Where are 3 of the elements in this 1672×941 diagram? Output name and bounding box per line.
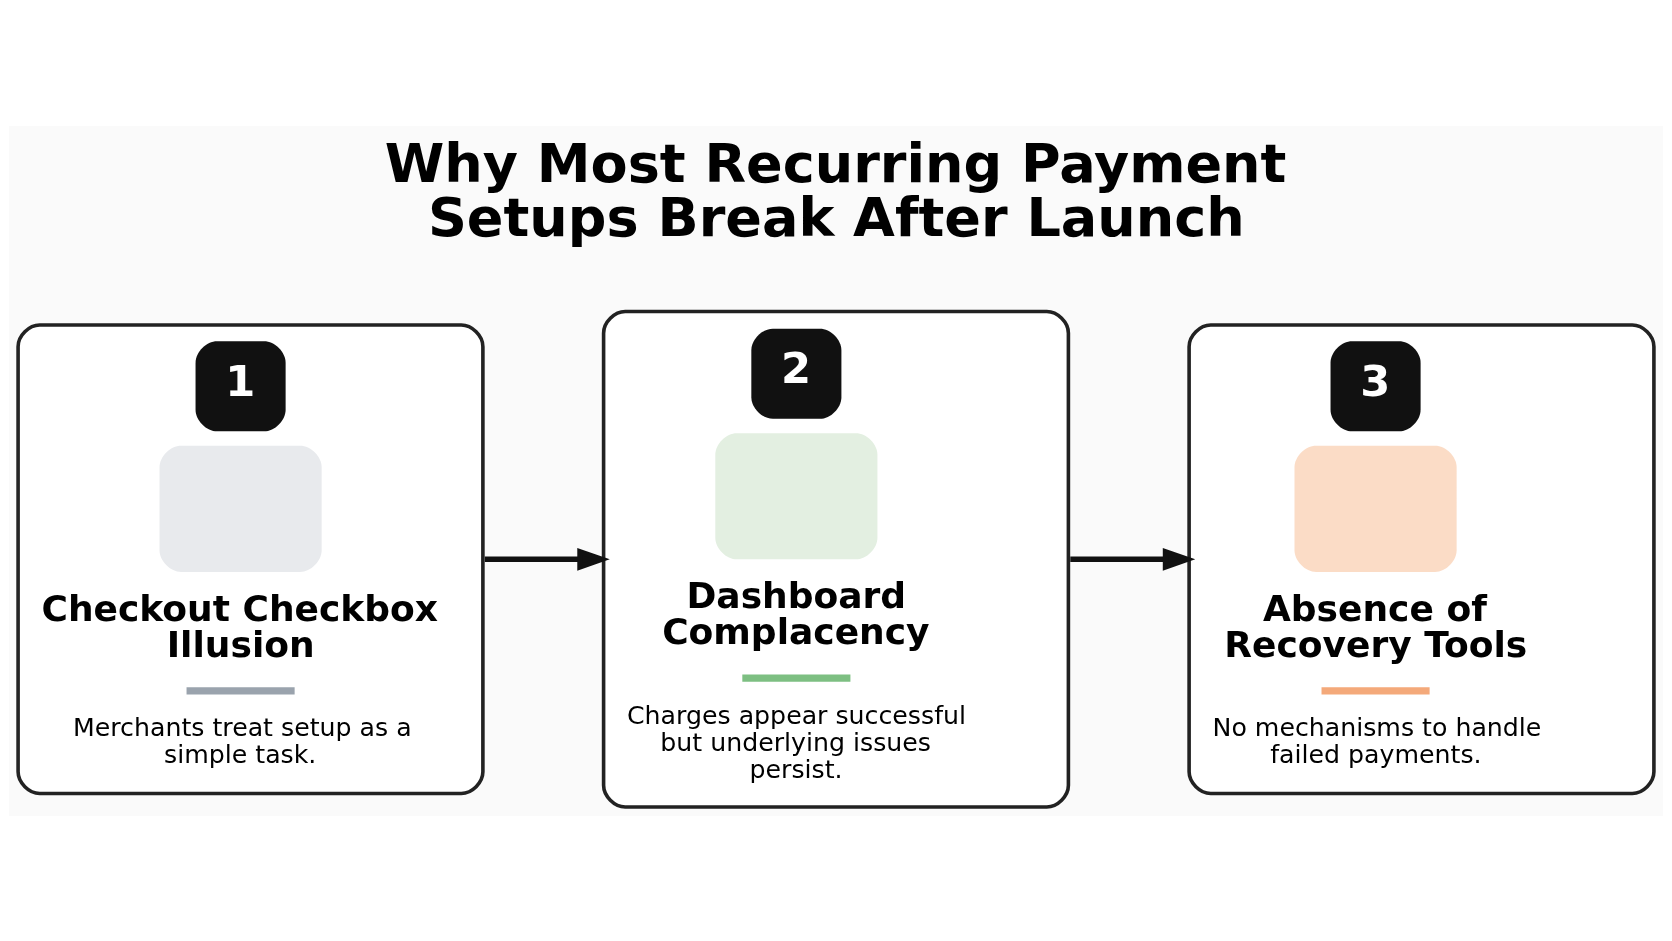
arrow xyxy=(484,547,610,571)
arrow xyxy=(1070,547,1196,571)
diagram-title: Why Most Recurring Payment Setups Break After Launch xyxy=(384,131,1287,249)
